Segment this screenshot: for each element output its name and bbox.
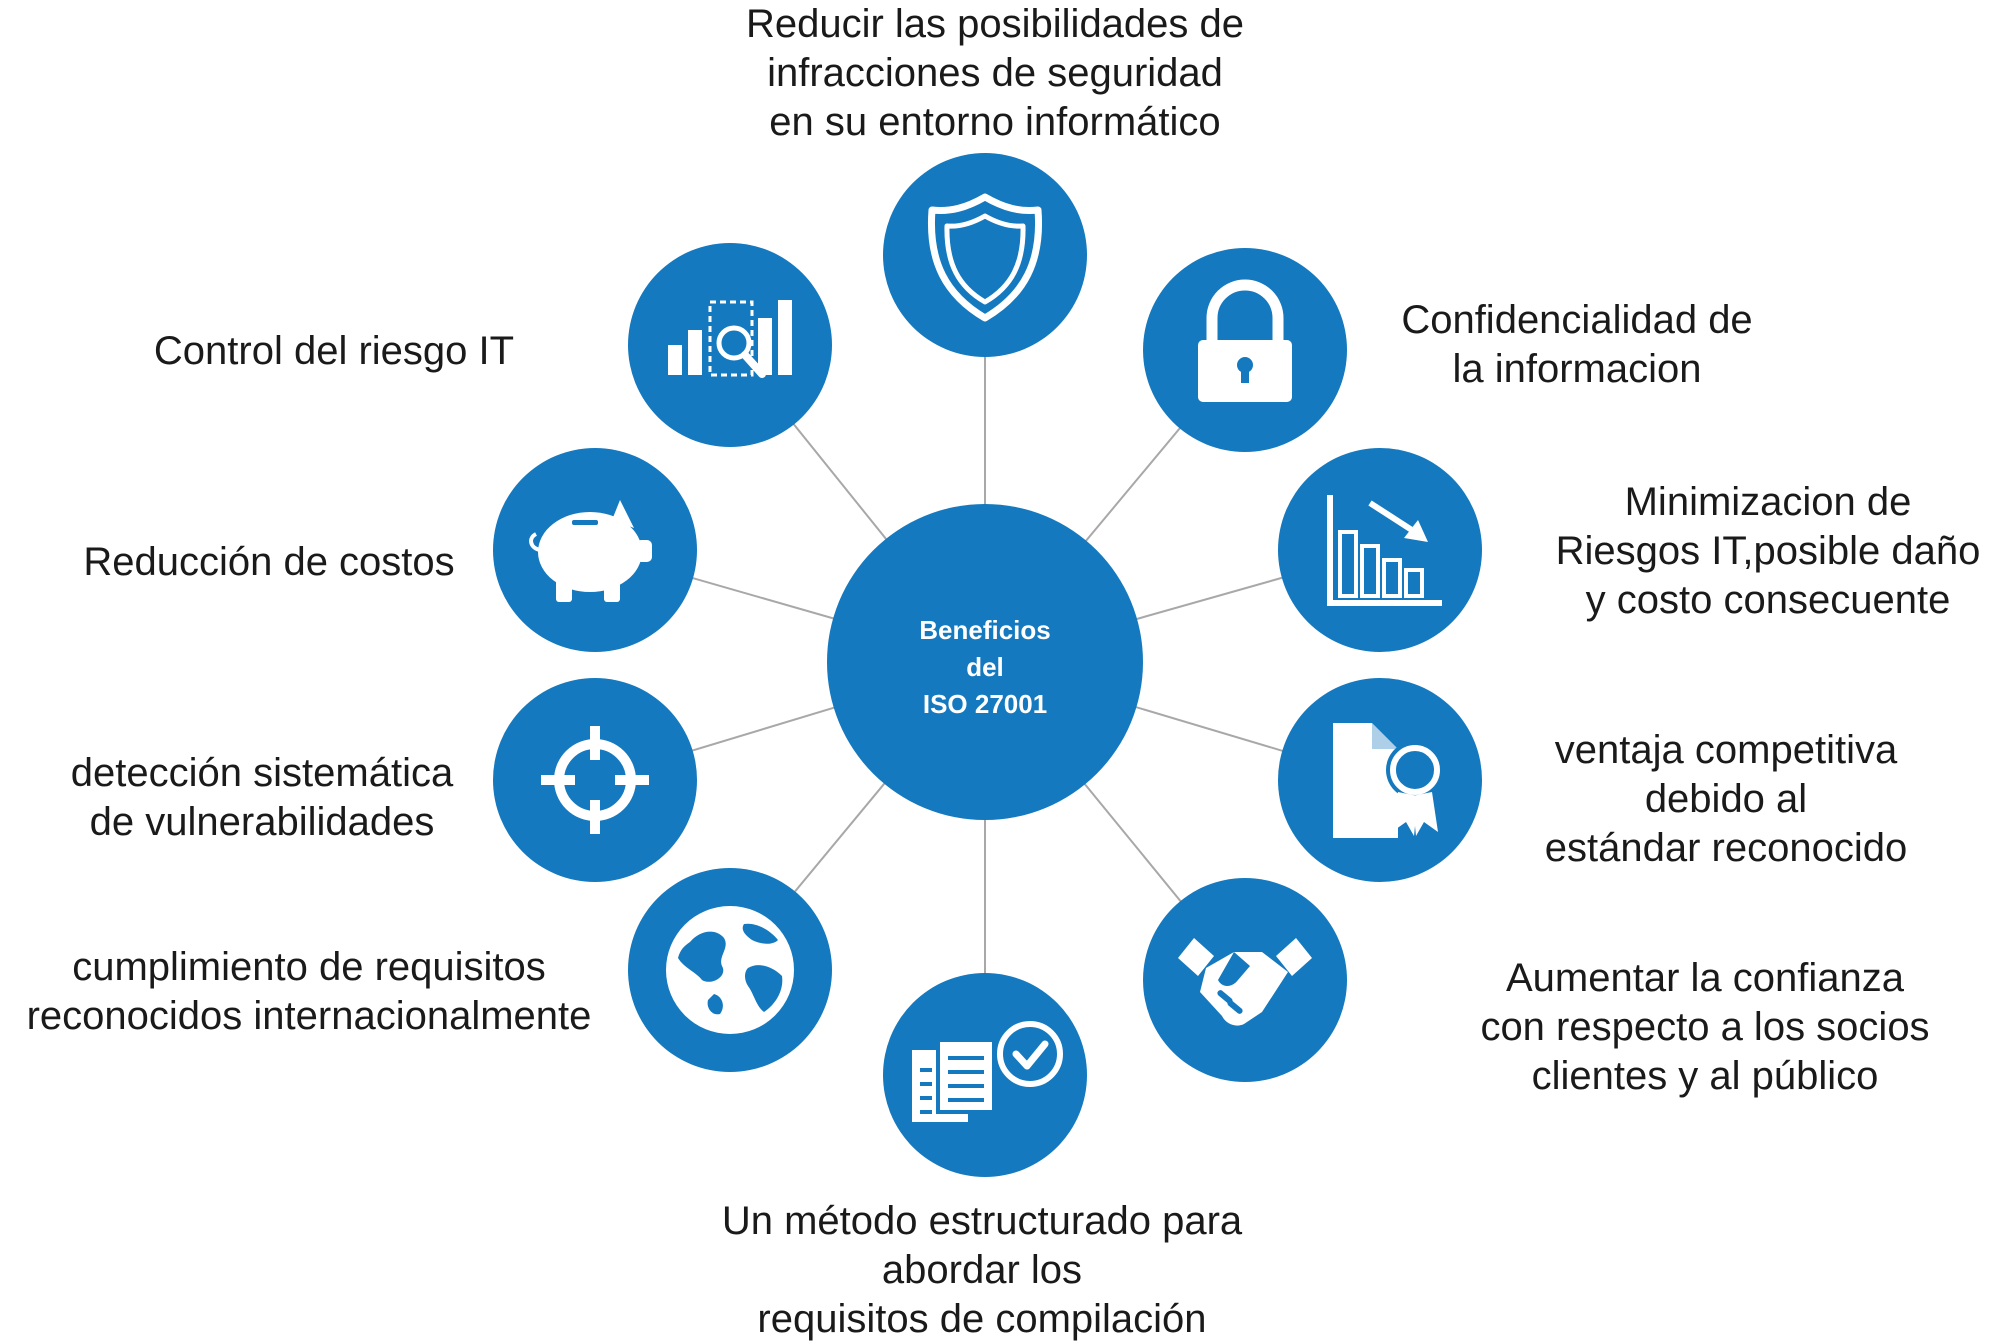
label-line: Riesgos IT,posible daño xyxy=(1555,529,1981,573)
crosshair-icon xyxy=(541,726,649,834)
node-circle xyxy=(883,153,1087,357)
label-risk-minimization: Minimizacion de Riesgos IT,posible daño … xyxy=(1556,478,1981,625)
node-circle xyxy=(628,243,832,447)
label-confidentiality: Confidencialidad de la informacion xyxy=(1401,296,1752,394)
label-international-compliance: cumplimiento de requisitos reconocidos i… xyxy=(27,943,592,1041)
node-international-compliance xyxy=(628,868,832,1072)
node-confidentiality xyxy=(1143,248,1347,452)
node-cost-reduction xyxy=(493,448,697,652)
label-line: abordar los xyxy=(881,1248,1083,1292)
label-line: cumplimiento de requisitos xyxy=(72,945,546,989)
center-hub xyxy=(827,504,1143,820)
label-line: requisitos de compilación xyxy=(757,1297,1207,1341)
center-hub-label: Beneficios del ISO 27001 xyxy=(919,612,1051,723)
label-cost-reduction: Reducción de costos xyxy=(83,538,454,587)
padlock-icon xyxy=(1198,279,1292,402)
chart-magnifier-icon xyxy=(668,300,792,378)
label-line: Control del riesgo IT xyxy=(153,329,515,373)
shield-icon xyxy=(927,193,1043,322)
label-line: en su entorno informático xyxy=(769,100,1221,144)
handshake-icon xyxy=(1178,938,1312,1026)
center-line: del xyxy=(966,652,1004,682)
label-competitive-advantage: ventaja competitiva debido al estándar r… xyxy=(1545,726,1907,873)
certificate-icon xyxy=(1333,723,1444,838)
label-line: de vulnerabilidades xyxy=(89,800,435,844)
label-trust: Aumentar la confianza con respecto a los… xyxy=(1480,954,1929,1101)
center-line: Beneficios xyxy=(919,615,1051,645)
label-line: infracciones de seguridad xyxy=(767,51,1223,95)
checked-documents-icon xyxy=(912,1021,1063,1122)
center-line: ISO 27001 xyxy=(922,689,1048,719)
label-line: reconocidos internacionalmente xyxy=(26,994,592,1038)
label-risk-control: Control del riesgo IT xyxy=(154,327,514,376)
node-risk-control xyxy=(628,243,832,447)
node-trust xyxy=(1143,878,1347,1082)
node-structured-method xyxy=(883,973,1087,1177)
label-line: Un método estructurado para xyxy=(721,1199,1243,1243)
label-line: y costo consecuente xyxy=(1585,578,1951,622)
node-vulnerability-detection xyxy=(493,678,697,882)
node-security xyxy=(883,153,1087,357)
node-competitive-advantage xyxy=(1278,678,1482,882)
label-line: ventaja competitiva xyxy=(1554,728,1898,772)
declining-bar-chart-icon xyxy=(1327,495,1442,606)
label-line: Reducción de costos xyxy=(83,540,455,584)
node-circle xyxy=(493,678,697,882)
globe-icon xyxy=(666,906,794,1034)
label-line: estándar reconocido xyxy=(1544,826,1908,870)
label-line: Reducir las posibilidades de xyxy=(745,2,1245,46)
label-line: la informacion xyxy=(1452,347,1702,391)
piggy-bank-icon xyxy=(529,500,652,602)
label-line: Aumentar la confianza xyxy=(1505,956,1904,1000)
label-line: detección sistemática xyxy=(70,751,454,795)
label-vulnerability-detection: detección sistemática de vulnerabilidade… xyxy=(71,749,453,847)
label-security: Reducir las posibilidades de infraccione… xyxy=(746,0,1244,147)
label-line: debido al xyxy=(1644,777,1808,821)
label-line: con respecto a los socios xyxy=(1480,1005,1930,1049)
label-structured-method: Un método estructurado para abordar los … xyxy=(722,1197,1242,1344)
label-line: clientes y al público xyxy=(1531,1054,1879,1098)
label-line: Minimizacion de xyxy=(1624,480,1912,524)
label-line: Confidencialidad de xyxy=(1401,298,1753,342)
node-risk-minimization xyxy=(1278,448,1482,652)
